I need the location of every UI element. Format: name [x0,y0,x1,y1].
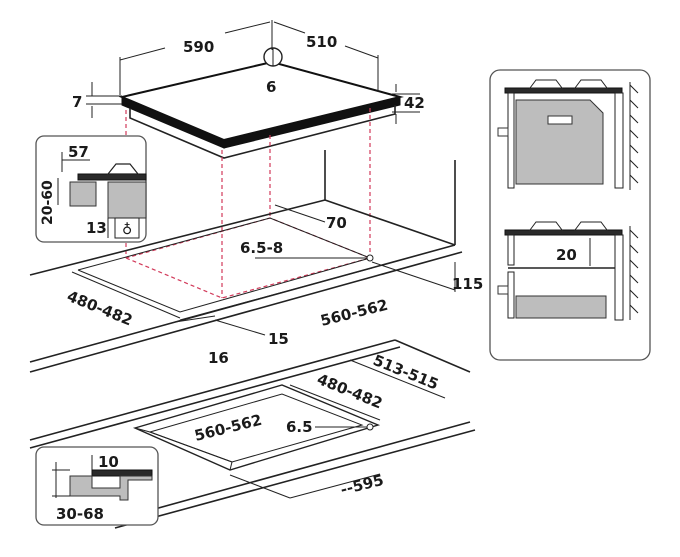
detail-box-bottom: 10 30-68 [35,446,159,526]
dim-560-562-top-label: 560-562 [319,296,390,330]
dim-6-5-8: 6.5-8 [240,239,374,262]
dim-560-562-top: 560-562 [179,267,390,330]
dim-6-label: 6 [266,78,276,96]
dim-42-label: 42 [404,94,425,112]
dim-595-label: --595 [339,471,386,499]
dim-115-label: 115 [452,275,483,293]
detail-box-left: 57 20-60 ♁ 13 [35,135,147,243]
dim-15-16: 15 16 [174,315,289,367]
dim-15-label: 15 [268,330,289,348]
hob-with-drawer: 20 [497,221,639,321]
dim-480-482-top: 480-482 [65,271,181,330]
dim-510: 510 [273,21,379,92]
detail-left-bottom-label: 13 [86,219,107,237]
detail-right-gap-label: 20 [556,246,577,264]
dim-16-label: 16 [208,349,229,367]
dim-42: 42 [392,84,425,124]
dim-6-5: 6.5 [286,418,374,436]
dim-6-5-8-label: 6.5-8 [240,239,283,257]
dim-6-5-label: 6.5 [286,418,313,436]
dim-590-label: 590 [183,38,214,56]
flame-icon: ♁ [122,222,132,238]
detail-bottom-top-label: 10 [98,453,119,471]
dim-115: 115 [371,261,483,293]
dim-70: 70 [274,204,347,232]
hob-top-view [118,47,404,159]
flush-mount-view [29,339,476,529]
dim-7-label: 7 [72,93,82,111]
hob-with-oven [497,79,639,190]
dim-510-label: 510 [306,33,337,51]
detail-left-side-label: 20-60 [40,180,56,225]
dim-480-482-top-label: 480-482 [65,287,136,329]
dim-70-label: 70 [326,214,347,232]
detail-panel-right: 20 [489,69,651,361]
dim-590: 590 [119,20,273,95]
detail-bottom-thickness-label: 30-68 [56,505,104,523]
detail-left-top-label: 57 [68,143,89,161]
dim-7: 7 [72,82,122,118]
